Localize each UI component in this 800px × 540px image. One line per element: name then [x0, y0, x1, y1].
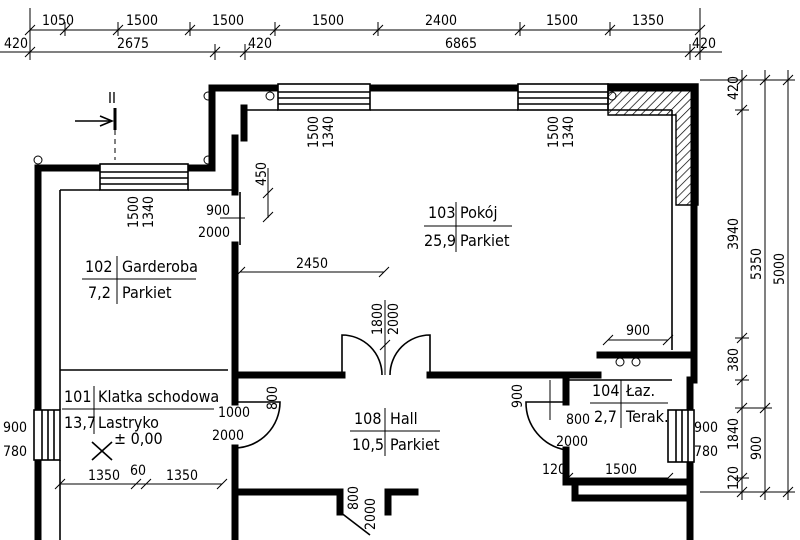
room-hall-name: Hall	[390, 409, 418, 428]
dim-900-right: 900	[626, 323, 650, 339]
dim-top2-3: 420	[248, 36, 272, 52]
dim-door-lazienka-900: 900	[510, 384, 526, 408]
dim-top-5: 2400	[425, 13, 457, 29]
dim-right-900: 900	[749, 436, 765, 460]
dim-top-3: 1500	[212, 13, 244, 29]
dim-right-3940: 3940	[726, 218, 742, 250]
dim-right-380: 380	[726, 348, 742, 372]
dim-stair-2: 60	[130, 463, 146, 479]
dim-door-klatka-1000: 1000	[218, 405, 250, 421]
dim-door-bottom-2000: 2000	[363, 498, 379, 530]
room-garderoba-area: 7,2	[88, 283, 111, 302]
dim-top2-1: 420	[4, 36, 28, 52]
dim-right-120: 120	[726, 466, 742, 490]
room-klatka-number: 101	[64, 387, 91, 406]
room-pokoj-number: 103	[428, 203, 455, 222]
dim-window-garderoba-b: 1340	[141, 196, 157, 228]
dim-window-left-900: 900	[3, 420, 27, 436]
room-hall-area: 10,5	[352, 435, 384, 454]
room-pokoj-area: 25,9	[424, 231, 456, 250]
room-pokoj-name: Pokój	[460, 203, 497, 222]
dim-door-garderoba-w: 900	[206, 203, 230, 219]
dim-window-top-left-b: 1340	[321, 116, 337, 148]
room-pokoj: 103 Pokój 25,9 Parkiet	[424, 202, 512, 252]
dim-lazienka-120: 120	[542, 462, 566, 478]
dim-door-lazienka-2000: 2000	[556, 434, 588, 450]
column-marks	[33, 91, 641, 367]
dim-top-2: 1500	[126, 13, 158, 29]
dim-window-top-right-b: 1340	[561, 116, 577, 148]
room-lazienka-area: 2,7	[594, 407, 617, 426]
room-lazienka-number: 104	[592, 381, 619, 400]
dim-top2-4: 6865	[445, 36, 477, 52]
chimney-hatch	[607, 83, 699, 206]
dim-door-main-w: 1800	[370, 303, 386, 335]
dim-stair-1: 1350	[88, 468, 120, 484]
dim-window-top-right-a: 1500	[546, 116, 562, 148]
level-mark: ± 0,00	[114, 429, 163, 448]
room-lazienka: 104 Łaz. 2,7 Terak.	[590, 380, 669, 428]
room-hall-finish: Parkiet	[390, 435, 440, 454]
room-klatka: 101 Klatka schodowa 13,7 Lastryko ± 0,00	[62, 386, 219, 448]
dim-door-main-h: 2000	[386, 303, 402, 335]
room-garderoba: 102 Garderoba 7,2 Parkiet	[82, 256, 198, 304]
dim-top-4: 1500	[312, 13, 344, 29]
dim-window-top-left-a: 1500	[306, 116, 322, 148]
dim-right-420: 420	[726, 76, 742, 100]
dim-450: 450	[254, 162, 270, 186]
dim-window-right-900: 900	[694, 420, 718, 436]
dim-top2-2: 2675	[117, 36, 149, 52]
dim-right-1840: 1840	[726, 418, 742, 450]
room-garderoba-finish: Parkiet	[122, 283, 172, 302]
dim-door-klatka-800: 800	[265, 386, 281, 410]
dim-top-1: 1050	[42, 13, 74, 29]
dim-lazienka-1500: 1500	[605, 462, 637, 478]
room-klatka-area: 13,7	[64, 413, 96, 432]
room-klatka-finish: Lastryko	[98, 413, 159, 432]
dim-door-klatka-2000: 2000	[212, 428, 244, 444]
dim-window-right-780: 780	[694, 444, 718, 460]
dim-door-bottom-800: 800	[346, 486, 362, 510]
room-garderoba-number: 102	[85, 257, 112, 276]
dim-right-5000: 5000	[772, 253, 788, 285]
section-marker-label: II	[108, 89, 116, 107]
level-mark-cross	[91, 441, 113, 461]
room-pokoj-finish: Parkiet	[460, 231, 510, 250]
room-hall-number: 108	[354, 409, 381, 428]
section-marker: II	[75, 89, 117, 160]
dim-top2-5: 420	[692, 36, 716, 52]
windows	[33, 83, 695, 463]
dim-window-left-780: 780	[3, 444, 27, 460]
dim-window-garderoba-a: 1500	[126, 196, 142, 228]
room-lazienka-finish: Terak.	[625, 407, 669, 426]
dim-door-lazienka-800: 800	[566, 412, 590, 428]
dim-right-5350: 5350	[749, 248, 765, 280]
dim-top-7: 1350	[632, 13, 664, 29]
dim-2450: 2450	[296, 256, 328, 272]
dimension-texts: 1050 1500 1500 1500 2400 1500 1350 420 2…	[3, 13, 788, 530]
room-labels: 103 Pokój 25,9 Parkiet 102 Garderoba 7,2…	[62, 202, 669, 456]
dim-top-6: 1500	[546, 13, 578, 29]
dim-stair-3: 1350	[166, 468, 198, 484]
room-lazienka-name: Łaz.	[625, 381, 655, 400]
dimension-lines	[0, 8, 795, 500]
dim-door-garderoba-h: 2000	[198, 225, 230, 241]
room-garderoba-name: Garderoba	[122, 257, 198, 276]
room-klatka-name: Klatka schodowa	[98, 387, 219, 406]
doors	[59, 192, 567, 536]
room-hall: 108 Hall 10,5 Parkiet	[350, 408, 440, 456]
